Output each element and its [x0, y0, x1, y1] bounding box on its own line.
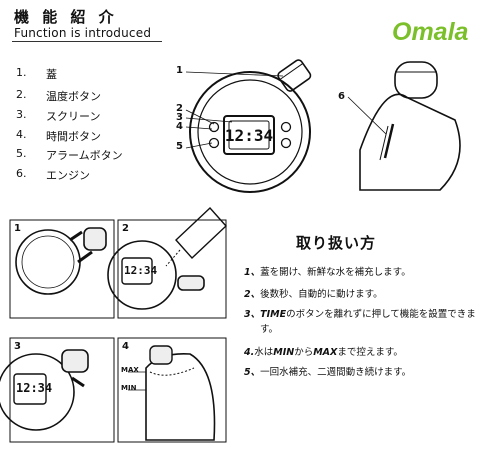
step-number: 5、 — [244, 367, 261, 378]
min-label: MIN — [121, 384, 137, 392]
step-number: 4. — [244, 347, 255, 358]
part-label: 蓋 — [46, 68, 57, 81]
part-label: エンジン — [46, 169, 90, 182]
step-text: 後数秒、自動的に動けます。 — [260, 289, 383, 300]
title-underline — [12, 41, 162, 42]
instruction-step: 4.水はMINからMAXまで控えます。 — [244, 346, 403, 360]
part-item: 2. 温度ボタン — [16, 88, 101, 104]
step-figure-4 — [117, 337, 227, 443]
callout-3: 3 — [176, 112, 183, 123]
part-number: 6. — [16, 167, 27, 180]
fig3-display: 12:34 — [16, 381, 53, 395]
part-item: 6. エンジン — [16, 167, 90, 183]
part-number: 5. — [16, 147, 27, 160]
step-figure-3 — [0, 337, 115, 443]
instruction-step: 2、後数秒、自動的に動けます。 — [244, 288, 383, 302]
clock-display: 12:34 — [224, 125, 274, 145]
step-text: す。 — [260, 324, 279, 335]
part-number: 3. — [16, 108, 27, 121]
part-item: 4. 時間ボタン — [16, 128, 101, 144]
step-figure-label-2: 2 — [122, 223, 129, 234]
part-item: 1. 蓋 — [16, 66, 57, 82]
part-number: 4. — [16, 128, 27, 141]
step-text: から — [294, 347, 314, 358]
step-highlight-min: MIN — [273, 347, 295, 358]
step-figure-label-3: 3 — [14, 341, 21, 352]
page-title: 機 能 紹 介 — [14, 8, 118, 26]
step-figure-1 — [9, 219, 115, 319]
step-text: 水は — [254, 347, 274, 358]
callout-4: 4 — [176, 121, 183, 132]
step-figure-label-4: 4 — [122, 341, 129, 352]
instruction-step: 3、TIMEのボタンを離れずに押して機能を設置できま — [244, 308, 476, 322]
brand-logo: Omala — [392, 18, 469, 46]
step-highlight-max: MAX — [313, 347, 338, 358]
step-text: まで控えます。 — [337, 347, 403, 358]
part-number: 2. — [16, 88, 27, 101]
step-text: 蓋を開け、新鮮な水を補充します。 — [260, 267, 411, 278]
max-label: MAX — [121, 366, 139, 374]
clock-side-diagram — [347, 61, 461, 191]
step-number: 2、 — [244, 289, 261, 300]
step-number: 1、 — [244, 267, 261, 278]
step-number: 3、 — [244, 309, 261, 320]
callout-5: 5 — [176, 141, 183, 152]
part-number: 1. — [16, 66, 27, 79]
step-highlight: TIME — [260, 309, 287, 320]
callout-1: 1 — [176, 65, 183, 76]
instructions-title: 取り扱い方 — [296, 234, 377, 252]
instruction-step: 5、一回水補充、二週間動き続けます。 — [244, 366, 411, 380]
part-item: 5. アラームボタン — [16, 147, 123, 163]
callout-6: 6 — [338, 91, 345, 102]
step-text: 一回水補充、二週間動き続けます。 — [260, 367, 412, 378]
clock-front-diagram — [185, 59, 312, 193]
part-label: 時間ボタン — [46, 130, 101, 143]
part-label: スクリーン — [46, 110, 101, 123]
callout-2: 2 — [176, 103, 183, 114]
part-label: 温度ボタン — [46, 90, 101, 103]
step-figure-2 — [107, 206, 227, 319]
instruction-step: 1、蓋を開け、新鮮な水を補充します。 — [244, 266, 411, 280]
step-text: のボタンを離れずに押して機能を設置できま — [286, 309, 476, 320]
part-item: 3. スクリーン — [16, 108, 100, 124]
part-label: アラームボタン — [46, 149, 123, 162]
instruction-step-continuation: す。 — [260, 323, 278, 337]
step-figure-label-1: 1 — [14, 223, 21, 234]
page-subtitle: Function is introduced — [14, 26, 152, 40]
fig2-display: 12:34 — [124, 264, 158, 277]
